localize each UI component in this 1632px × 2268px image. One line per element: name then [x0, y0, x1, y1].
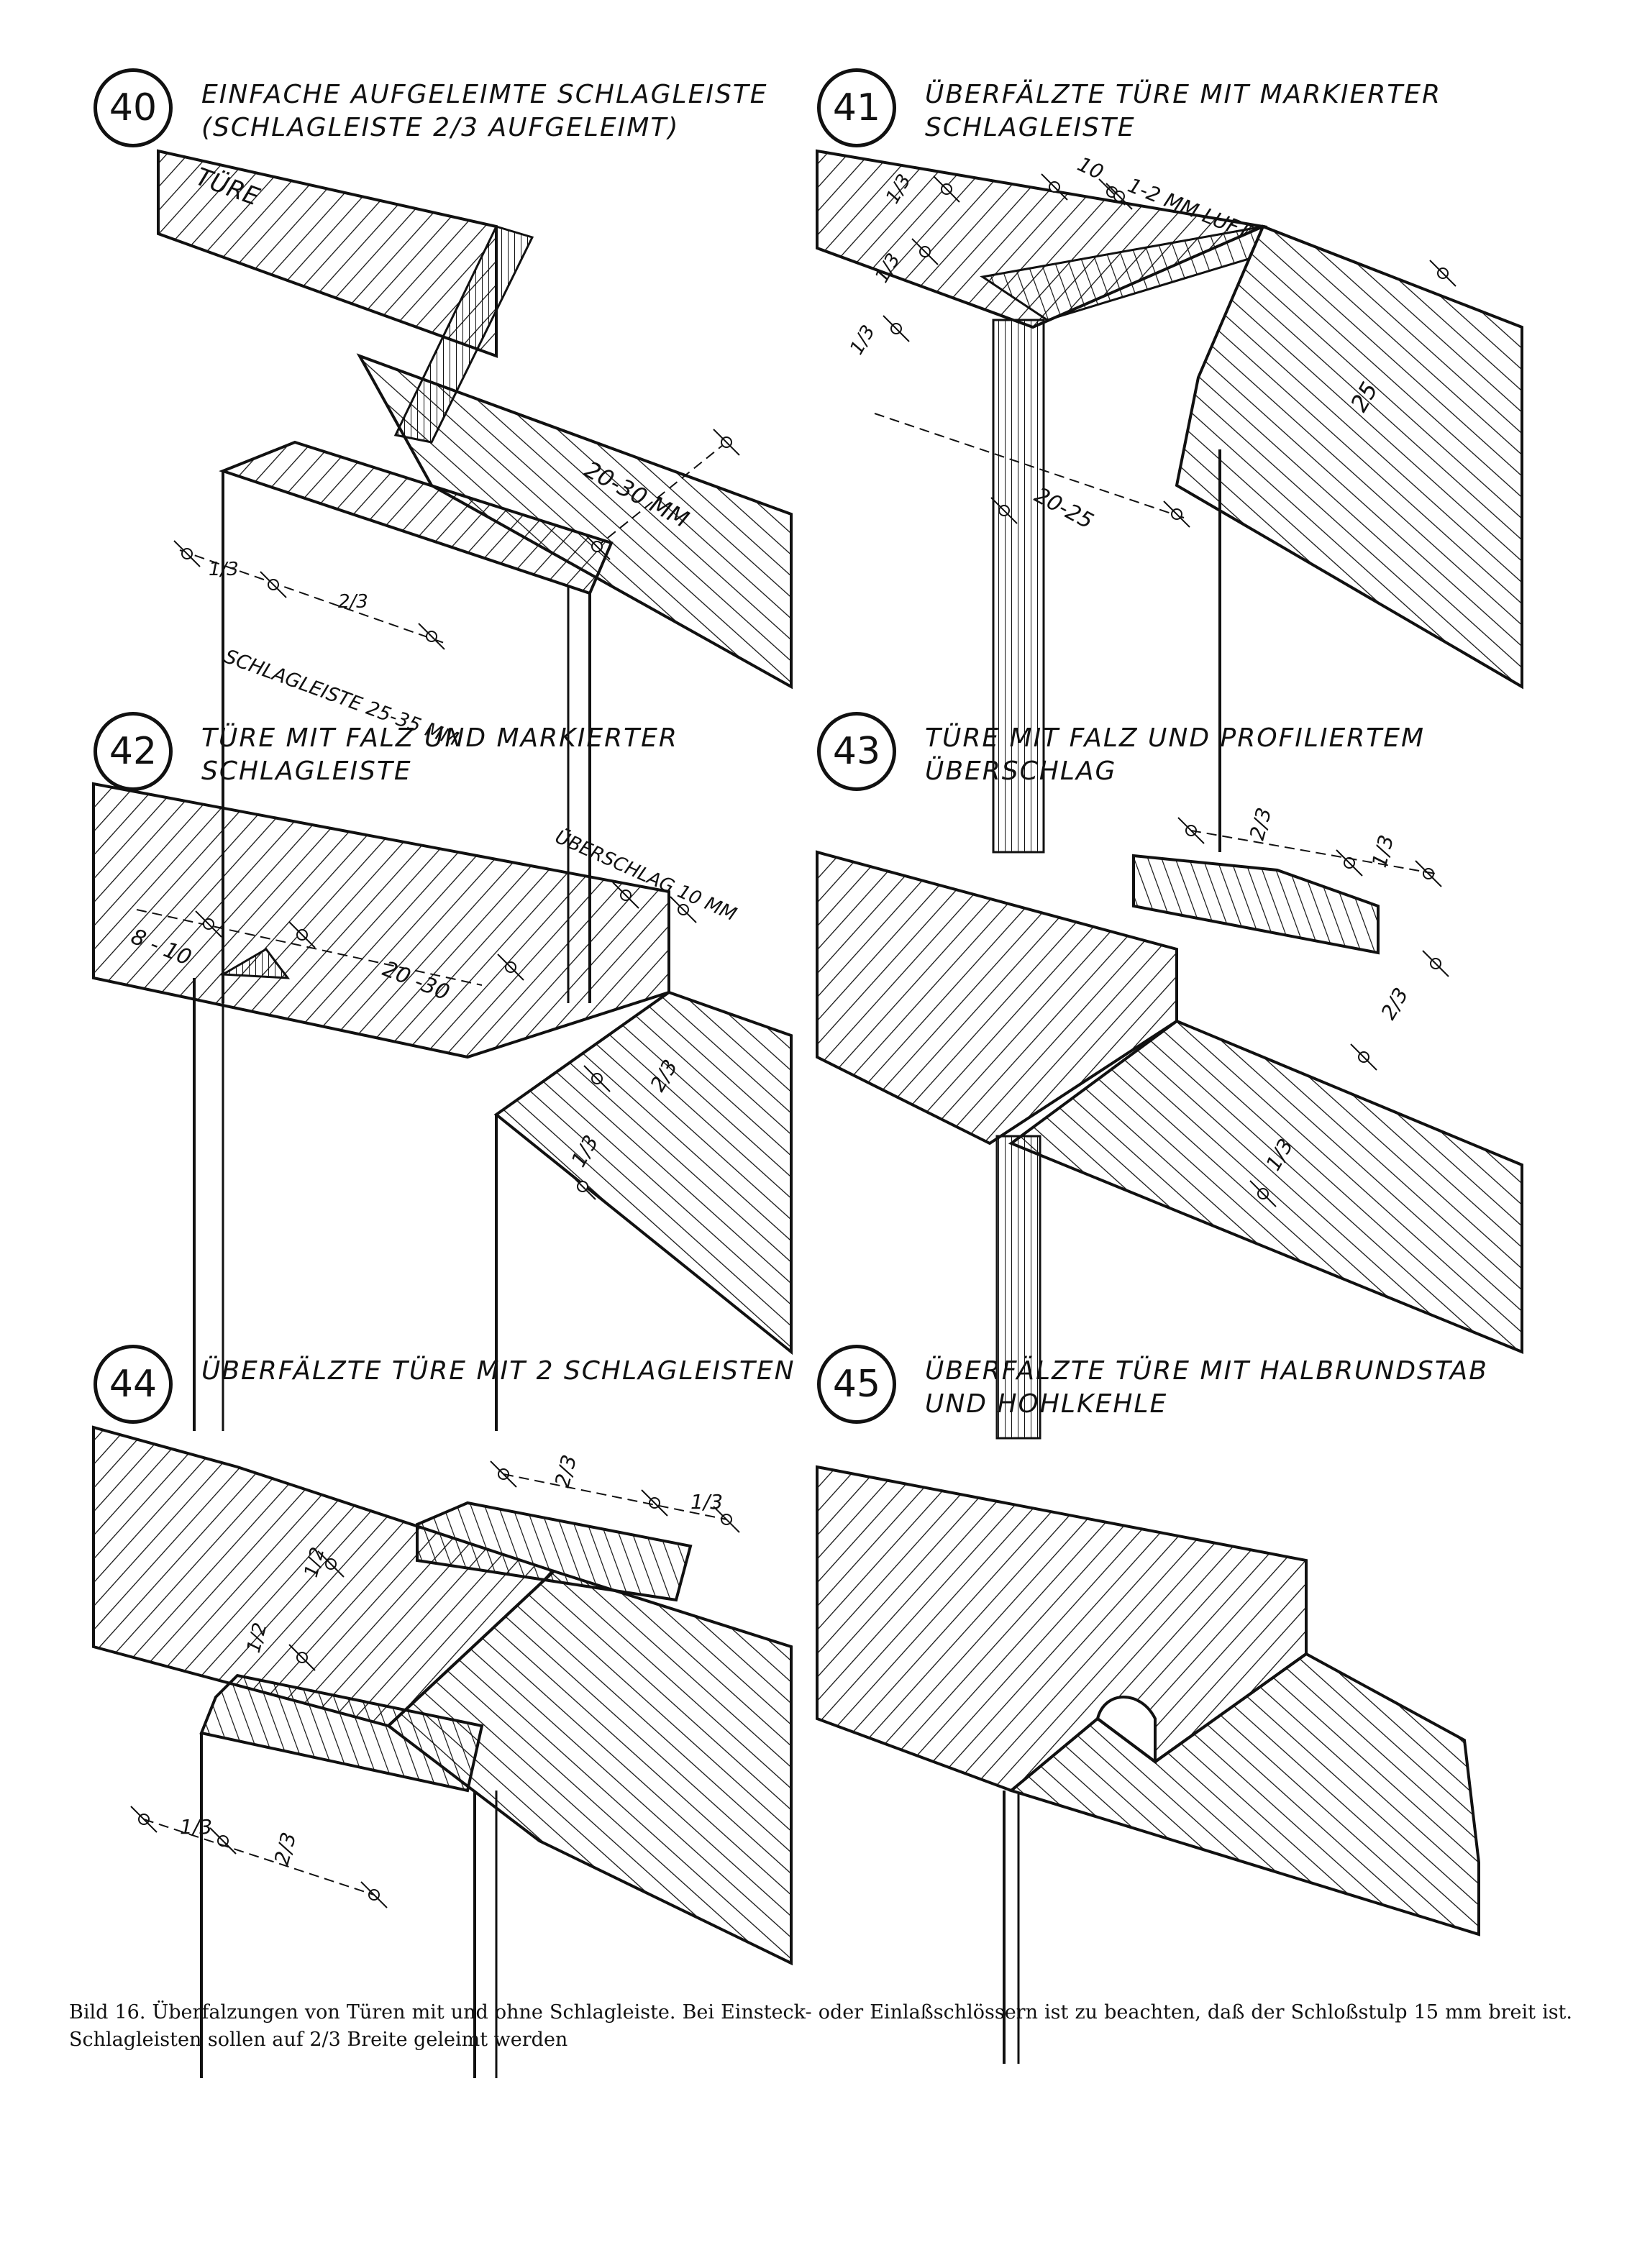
drawing-41: 10 1-2 MM LUFT 1/3 1/3 1/3 25 20-25: [816, 149, 1523, 854]
frame-post: [992, 319, 1045, 854]
profiled-overlap: [1132, 854, 1380, 955]
figure-title-44: ÜBERFÄLZTE TÜRE MIT 2 SCHLAGLEISTEN: [201, 1356, 796, 1386]
label-two-thirds: 2/3: [338, 591, 368, 613]
figure-41: 41 ÜBERFÄLZTE TÜRE MIT MARKIERTER SCHLAG…: [816, 68, 1536, 854]
figure-number-42: 42: [94, 712, 173, 791]
strip-top: [416, 1501, 693, 1602]
strip-edge: [393, 225, 534, 444]
label-third-low: 1/3: [180, 1815, 212, 1839]
label-third: 1/3: [209, 559, 239, 580]
rebate-strip: [980, 225, 1265, 321]
label-two-thirds-top: 2/3: [550, 1453, 582, 1490]
frame-rebate: [219, 948, 291, 979]
frame-post: [995, 1135, 1041, 1440]
dim-line: [874, 413, 1185, 518]
figure-title-42: TÜRE MIT FALZ UND MARKIERTER SCHLAGLEIST…: [201, 723, 678, 786]
door-leaf-right: [1008, 1019, 1523, 1354]
drawing-44: 2/3 1/3 1/2 1/2 1/3 2/3: [92, 1425, 793, 2078]
figure-43: 43 TÜRE MIT FALZ UND PROFILIERTEM ÜBERSC…: [816, 712, 1536, 1440]
figure-number-43: 43: [817, 712, 896, 791]
label-third-top: 1/3: [1367, 833, 1399, 870]
dim-line: [136, 909, 483, 986]
figure-42: 42 TÜRE MIT FALZ UND MARKIERTER SCHLAGLE…: [92, 712, 813, 1431]
half-round-bead: [1095, 1696, 1157, 1765]
door-leaf-right: [386, 1569, 793, 1966]
label-third-c: 1/3: [846, 321, 880, 358]
label-third-top: 1/3: [690, 1490, 723, 1514]
figure-title-43: TÜRE MIT FALZ UND PROFILIERTEM ÜBERSCHLA…: [925, 723, 1426, 786]
figure-number-41: 41: [817, 68, 896, 147]
drawing-43: 2/3 1/3 2/3 1/3: [816, 805, 1523, 1440]
door-leaf: [816, 850, 1178, 1146]
figure-44: 44 ÜBERFÄLZTE TÜRE MIT 2 SCHLAGLEISTEN 2…: [92, 1345, 813, 2078]
drawing-45: [816, 1465, 1480, 2064]
label-two-thirds-low: 2/3: [270, 1830, 301, 1867]
label-ten: 10: [1074, 152, 1107, 184]
figure-title-45: ÜBERFÄLZTE TÜRE MIT HALBRUNDSTAB UND HOH…: [925, 1356, 1488, 1419]
label-two-thirds-top: 2/3: [1245, 805, 1277, 843]
figure-number-44: 44: [94, 1345, 173, 1424]
drawing-40: TÜRE 20-30 MM 1/3 2/3 SCHLAGLEISTE 25-35…: [157, 149, 793, 1003]
figure-number-45: 45: [817, 1345, 896, 1424]
figure-40: 40 EINFACHE AUFGELEIMTE SCHLAGLEISTE (SC…: [94, 68, 813, 1003]
figure-title-41: ÜBERFÄLZTE TÜRE MIT MARKIERTER SCHLAGLEI…: [925, 80, 1442, 142]
door-leaf-right: [356, 353, 793, 690]
figure-number-40: 40: [94, 68, 173, 147]
drawing-42: ÜBERSCHLAG 10 MM 8 - 10 20 -30 2/3 1/3: [92, 782, 793, 1431]
door-leaf-right: [1008, 1652, 1480, 1937]
strip-bottom: [199, 1673, 484, 1793]
figure-title-40: EINFACHE AUFGELEIMTE SCHLAGLEISTE (SCHLA…: [201, 80, 768, 142]
figure-45: 45 ÜBERFÄLZTE TÜRE MIT HALBRUNDSTAB UND …: [816, 1345, 1536, 2064]
door-leaf-right: [1175, 224, 1523, 690]
figure-caption: Bild 16. Überfalzungen von Türen mit und…: [69, 2001, 1572, 2051]
label-two-thirds: 2/3: [1376, 984, 1413, 1024]
door-leaf-right: [493, 990, 793, 1355]
door-leaf: [92, 782, 670, 1059]
